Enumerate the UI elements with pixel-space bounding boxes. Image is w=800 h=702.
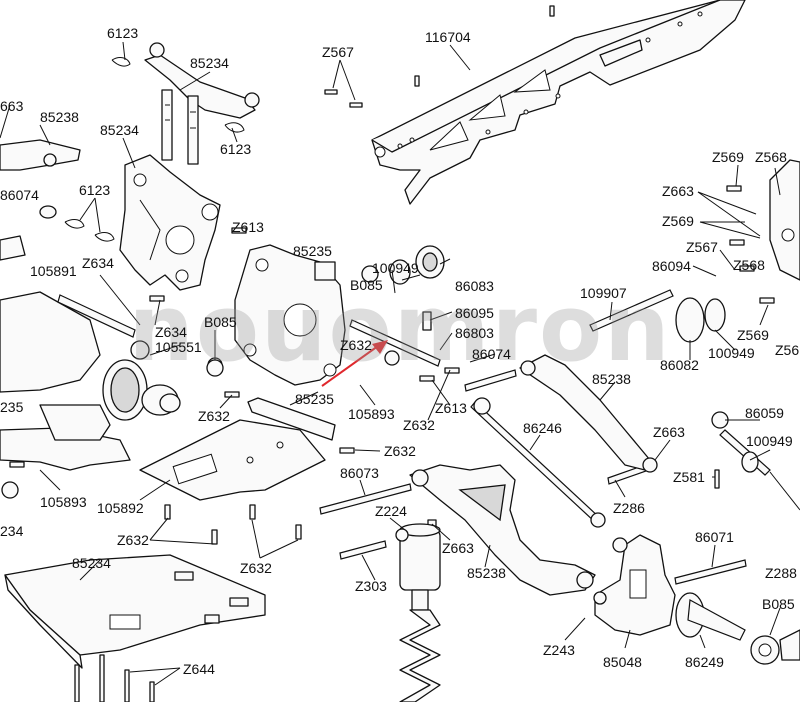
part-label: Z567 <box>686 239 718 255</box>
part-label: 85238 <box>467 565 506 581</box>
part-label: 85235 <box>293 243 332 259</box>
part-label: 86074 <box>0 187 39 203</box>
part-label: Z663 <box>653 424 685 440</box>
part-label: 234 <box>0 523 24 539</box>
part-label: 85235 <box>295 391 334 407</box>
part-label: 105893 <box>40 494 87 510</box>
part-label: 86059 <box>745 405 784 421</box>
part-label: Z569 <box>737 327 769 343</box>
axle-86249 <box>675 592 800 665</box>
part-label: 86246 <box>523 420 562 436</box>
part-label: 100949 <box>746 433 793 449</box>
part-label: 86074 <box>472 346 511 362</box>
part-label: 235 <box>0 399 24 415</box>
part-label: Z644 <box>183 661 215 677</box>
part-label: 86249 <box>685 654 724 670</box>
part-label: 116704 <box>425 29 471 45</box>
part-label: 105893 <box>348 406 395 422</box>
body-clips-6123 <box>64 56 245 242</box>
part-label: Z286 <box>613 500 645 516</box>
part-label: 85238 <box>592 371 631 387</box>
part-label: 109907 <box>580 285 627 301</box>
part-label: 85234 <box>190 55 229 71</box>
shock-tower-85234 <box>144 42 260 165</box>
hinge-pins <box>57 289 747 585</box>
part-label: 105551 <box>155 339 202 355</box>
part-label: 86094 <box>652 258 691 274</box>
leader-lines <box>0 41 781 686</box>
part-label: 100949 <box>708 345 755 361</box>
part-label: B085 <box>350 277 383 293</box>
part-label: Z288 <box>765 565 797 581</box>
part-label: 6123 <box>79 182 110 198</box>
part-label: 6123 <box>220 141 251 157</box>
part-label: Z632 <box>403 417 435 433</box>
part-label: Z581 <box>673 469 705 485</box>
part-label: Z567 <box>322 44 354 60</box>
part-label: 85234 <box>72 555 111 571</box>
lower-skid-85234 <box>4 554 266 669</box>
part-label: 86803 <box>455 325 494 341</box>
part-label: Z632 <box>340 337 372 353</box>
part-label: Z243 <box>543 642 575 658</box>
gearbox-housing-85234 <box>119 154 221 291</box>
part-label: 6123 <box>107 25 138 41</box>
part-label: Z613 <box>232 219 264 235</box>
part-label: 105891 <box>30 263 77 279</box>
part-label: 86095 <box>455 305 494 321</box>
part-label: 100949 <box>372 260 419 276</box>
part-label: Z632 <box>384 443 416 459</box>
part-label: Z568 <box>755 149 787 165</box>
hub-carrier-85048 <box>593 534 676 636</box>
part-label: Z663 <box>662 183 694 199</box>
part-label: 105892 <box>97 500 144 516</box>
part-label: Z632 <box>240 560 272 576</box>
hinge-pin-brace-85235 <box>247 397 336 441</box>
part-label: 86071 <box>695 529 734 545</box>
left-partial-parts <box>0 139 131 499</box>
chassis-plate-116704 <box>371 0 746 205</box>
part-label: Z303 <box>355 578 387 594</box>
part-label: Z632 <box>198 408 230 424</box>
watermark-logo: nouomron <box>128 275 671 382</box>
part-label: Z613 <box>435 400 467 416</box>
part-label: Z663 <box>442 540 474 556</box>
right-upright <box>769 159 800 281</box>
skid-plate-105892 <box>139 419 326 501</box>
part-label: B085 <box>204 314 237 330</box>
part-label: Z632 <box>117 532 149 548</box>
part-label: Z568 <box>733 257 765 273</box>
part-label: B085 <box>762 596 795 612</box>
upper-arm-85238 <box>519 354 658 473</box>
part-label: 86082 <box>660 357 699 373</box>
part-label: 86083 <box>455 278 494 294</box>
part-label: 85238 <box>40 109 79 125</box>
part-label: Z634 <box>155 324 187 340</box>
part-label: Z569 <box>712 149 744 165</box>
gearbox-housing-85235 <box>234 244 346 386</box>
part-label: 85048 <box>603 654 642 670</box>
tie-rod-100949 <box>711 411 800 511</box>
part-label: Z634 <box>82 255 114 271</box>
shock-absorber-z224 <box>395 523 441 702</box>
suspension-arm-85238 <box>409 464 596 596</box>
turnbuckle-86246 <box>470 397 606 528</box>
part-label: 663 <box>0 98 24 114</box>
part-label: Z569 <box>662 213 694 229</box>
red-indicator-arrow <box>321 340 388 387</box>
part-label: Z56 <box>775 342 799 358</box>
screws <box>9 5 775 702</box>
part-label: 85234 <box>100 122 139 138</box>
part-label: 86073 <box>340 465 379 481</box>
part-labels: 6123 85234 85238 85234 6123 663 86074 61… <box>0 25 799 677</box>
part-label: Z224 <box>375 503 407 519</box>
